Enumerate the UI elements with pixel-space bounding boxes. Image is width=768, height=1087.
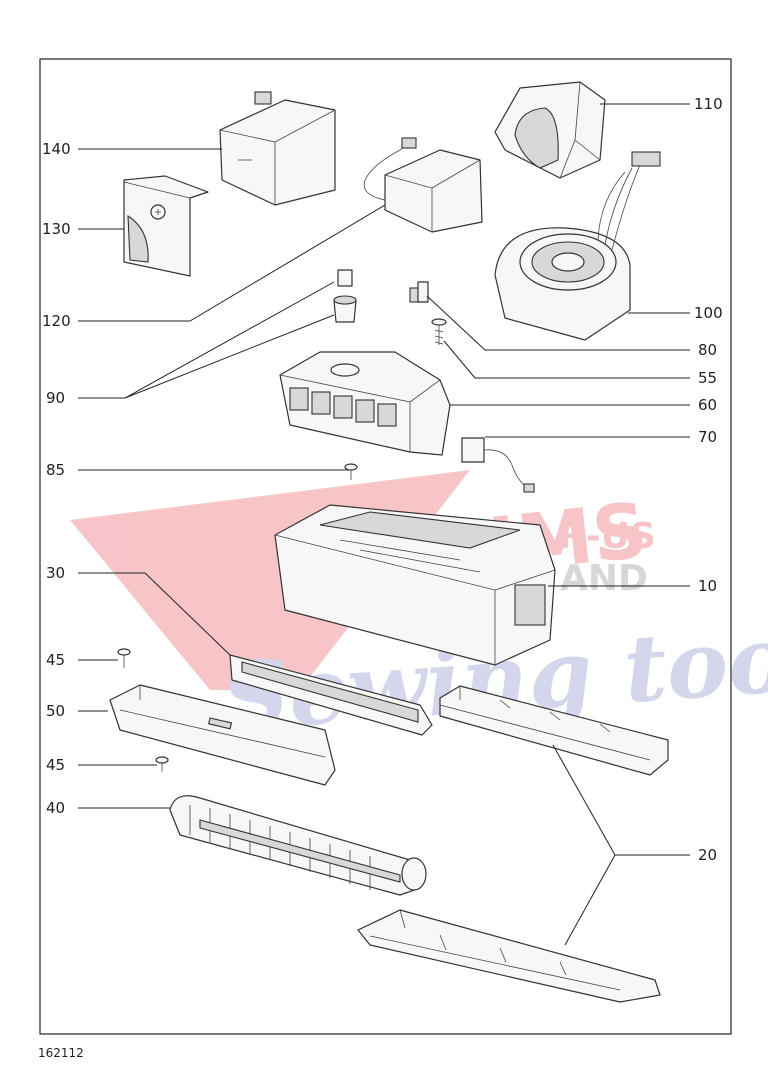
callout-130: 130	[42, 220, 71, 238]
callout-50: 50	[46, 702, 65, 720]
part-20-nozzle-bottom	[357, 909, 661, 1003]
part-90-grommets	[333, 269, 357, 323]
watermark-line3: AND	[560, 558, 648, 599]
part-70-switch	[461, 437, 535, 493]
callout-85: 85	[46, 461, 65, 479]
leader-lines	[78, 103, 690, 946]
diagram-frame	[39, 58, 732, 1035]
callout-40: 40	[46, 799, 65, 817]
callout-70: 70	[698, 428, 717, 446]
part-30-seal-frame	[229, 654, 433, 736]
part-85-screw	[344, 463, 358, 480]
part-40-brush-roll	[169, 795, 427, 896]
callout-90: 90	[46, 389, 65, 407]
part-110-motor-bracket	[494, 81, 606, 179]
filter-grille	[289, 387, 397, 427]
callout-20: 20	[698, 846, 717, 864]
callout-110: 110	[694, 95, 723, 113]
part-10-dust-bin	[274, 504, 556, 666]
callout-45-top: 45	[46, 651, 65, 669]
callout-55: 55	[698, 369, 717, 387]
part-50-brush-cover	[109, 684, 336, 786]
callout-10: 10	[698, 577, 717, 595]
part-130-battery-cover	[123, 175, 209, 277]
callout-45-bottom: 45	[46, 756, 65, 774]
part-100-fan-motor	[494, 151, 661, 341]
callout-60: 60	[698, 396, 717, 414]
part-140-battery	[219, 91, 336, 206]
part-120-battery	[363, 137, 483, 233]
part-20-nozzle-top	[439, 685, 669, 776]
part-60-filter-housing	[279, 351, 451, 456]
callout-30: 30	[46, 564, 65, 582]
callout-labels: 140 130 120 90 85 30 45 50 45 40 110 100…	[42, 95, 723, 864]
callout-100: 100	[694, 304, 723, 322]
callout-140: 140	[42, 140, 71, 158]
part-55-screw	[431, 318, 447, 345]
part-45-screw-bottom	[155, 756, 169, 772]
callout-120: 120	[42, 312, 71, 330]
watermark-line2: R-US	[558, 516, 656, 557]
part-80-clip	[409, 281, 429, 303]
reference-number: 162112	[38, 1046, 84, 1060]
part-45-screw-top	[117, 648, 131, 668]
callout-80: 80	[698, 341, 717, 359]
